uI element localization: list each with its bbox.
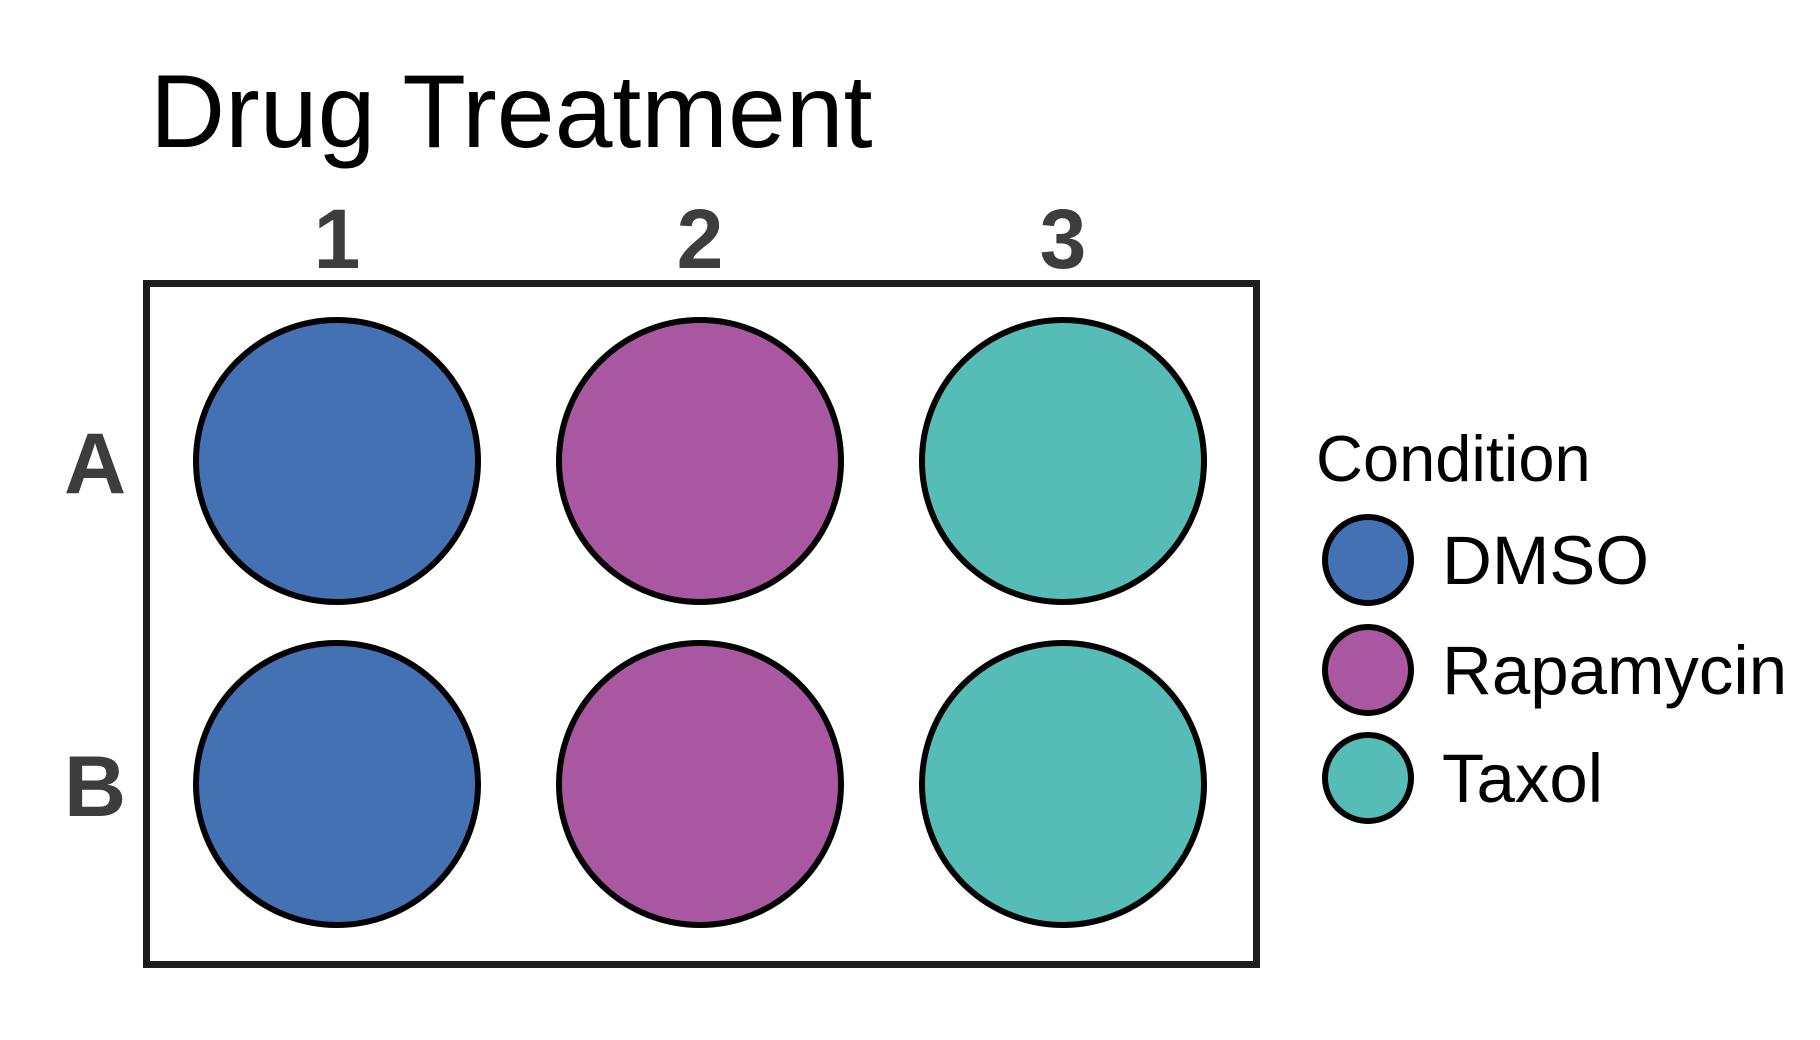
column-label-3: 3 [1039,192,1087,286]
legend-label-rapamycin: Rapamycin [1442,631,1788,709]
legend-swatch-dmso-icon [1322,514,1414,606]
legend-label-dmso: DMSO [1442,521,1649,599]
figure-title: Drug Treatment [150,54,873,170]
column-label-2: 2 [676,192,724,286]
column-label-1: 1 [313,192,361,286]
well-a3 [919,317,1207,605]
legend-item-rapamycin: Rapamycin [1322,624,1787,716]
legend-item-dmso: DMSO [1322,514,1649,606]
row-label-b: B [63,739,127,835]
row-label-a: A [63,416,127,512]
well-a1 [193,317,481,605]
legend-swatch-taxol-icon [1322,732,1414,824]
well-a2 [556,317,844,605]
well-b3 [919,640,1207,928]
legend-title: Condition [1316,422,1591,495]
legend-label-taxol: Taxol [1442,739,1604,817]
legend-item-taxol: Taxol [1322,732,1603,824]
legend-swatch-rapamycin-icon [1322,624,1414,716]
well-b1 [193,640,481,928]
well-b2 [556,640,844,928]
